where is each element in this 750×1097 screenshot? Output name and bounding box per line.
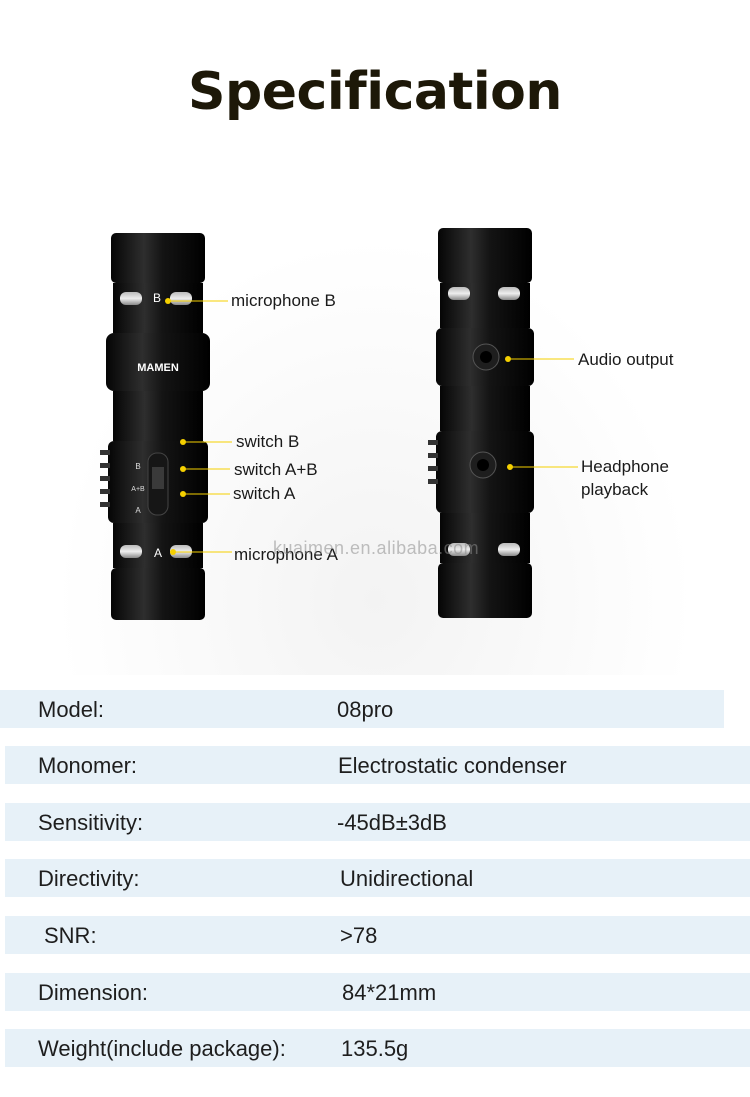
callout-headphone: Headphone bbox=[581, 457, 669, 476]
brand-label: MAMEN bbox=[137, 362, 179, 374]
callout-playback: playback bbox=[581, 480, 649, 499]
spec-label: SNR: bbox=[44, 923, 97, 948]
mark-a: A bbox=[154, 546, 162, 560]
spec-row bbox=[5, 803, 750, 841]
switch-mark-a: A bbox=[135, 506, 141, 515]
spec-label: Weight(include package): bbox=[38, 1036, 286, 1061]
spec-row bbox=[5, 859, 750, 897]
watermark: kuaimen.en.alibaba.com bbox=[273, 538, 480, 558]
spec-value: Electrostatic condenser bbox=[338, 753, 567, 778]
spec-value: -45dB±3dB bbox=[337, 810, 447, 835]
callout-switch-a: switch A bbox=[233, 484, 296, 503]
callout-lines bbox=[165, 298, 578, 555]
spec-label: Monomer: bbox=[38, 753, 138, 778]
microphone-right-image bbox=[428, 228, 534, 618]
callout-switch-b: switch B bbox=[236, 432, 300, 451]
spec-row bbox=[5, 746, 750, 784]
product-photo: MAMEN B A B A+B A bbox=[0, 175, 750, 675]
mark-b: B bbox=[153, 291, 161, 305]
callout-microphone-b: microphone B bbox=[231, 291, 336, 310]
spec-label: Model: bbox=[38, 697, 105, 722]
page-title: Specification bbox=[188, 62, 562, 122]
spec-row bbox=[5, 916, 750, 954]
spec-value: >78 bbox=[340, 923, 378, 948]
spec-value: 08pro bbox=[337, 697, 394, 722]
microphone-left-image: MAMEN B A B A+B A bbox=[100, 233, 210, 620]
spec-row bbox=[0, 690, 724, 728]
callout-switch-ab: switch A+B bbox=[234, 460, 318, 479]
callout-audio-output: Audio output bbox=[578, 350, 674, 369]
switch-mark-ab: A+B bbox=[131, 486, 145, 493]
callout-microphone-a: microphone A bbox=[234, 545, 338, 564]
spec-label: Directivity: bbox=[38, 866, 140, 891]
spec-value: 84*21mm bbox=[342, 980, 437, 1005]
switch-mark-b: B bbox=[135, 462, 140, 471]
spec-row bbox=[5, 973, 750, 1011]
spec-value: Unidirectional bbox=[340, 866, 474, 891]
spec-value: 135.5g bbox=[341, 1036, 409, 1061]
spec-label: Dimension: bbox=[38, 980, 149, 1005]
spec-row bbox=[5, 1029, 750, 1067]
spec-label: Sensitivity: bbox=[38, 810, 144, 835]
